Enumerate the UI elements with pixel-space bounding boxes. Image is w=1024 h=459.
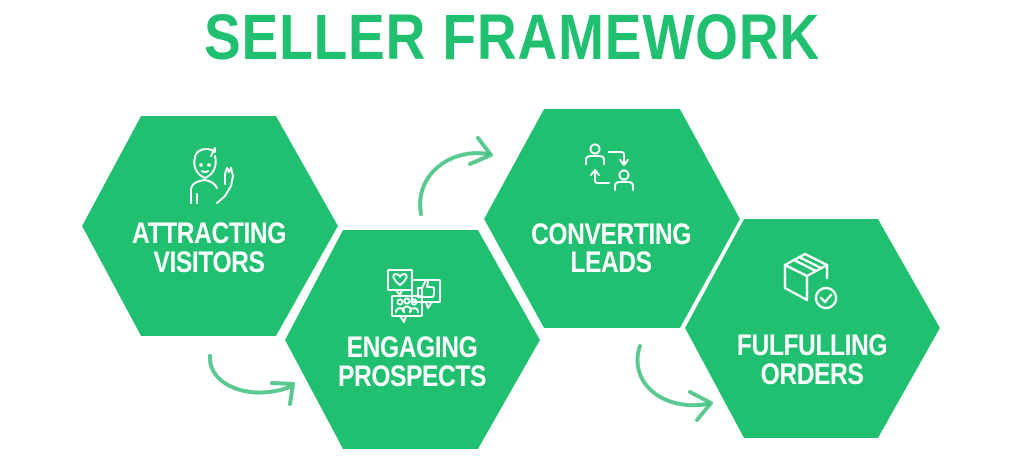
hexagon-shape: [484, 109, 740, 328]
step-fulfulling-orders: FULFULLING ORDERS: [685, 219, 940, 438]
step-title-line1: FULFULLING: [737, 328, 887, 362]
step-title-line1: ATTRACTING: [132, 216, 286, 250]
step-engaging-prospects: ENGAGING PROSPECTS: [285, 230, 540, 449]
step-title-line2: VISITORS: [153, 245, 264, 279]
social-chat-bubbles-icon: [387, 269, 441, 323]
step-title-line2: LEADS: [570, 245, 651, 279]
step-title-line2: PROSPECTS: [338, 359, 486, 393]
curved-arrow-icon: [207, 354, 295, 406]
curved-arrow-icon: [635, 344, 713, 422]
step-title-line2: ORDERS: [761, 357, 864, 391]
curved-arrow-icon: [418, 136, 493, 216]
hexagon-shape: [82, 116, 338, 336]
people-exchange-icon: [585, 143, 634, 191]
step-converting-leads: CONVERTING LEADS: [484, 109, 740, 328]
box-check-icon: [783, 252, 838, 310]
step-attracting-visitors: ATTRACTING VISITORS: [82, 116, 338, 336]
person-waving-icon: [190, 147, 234, 204]
step-title-line1: ENGAGING: [347, 330, 478, 364]
hexagon-shape: [285, 230, 540, 449]
page-title: SELLER FRAMEWORK: [203, 1, 821, 73]
hexagon-shape: [685, 219, 940, 438]
step-title-line1: CONVERTING: [531, 217, 691, 251]
